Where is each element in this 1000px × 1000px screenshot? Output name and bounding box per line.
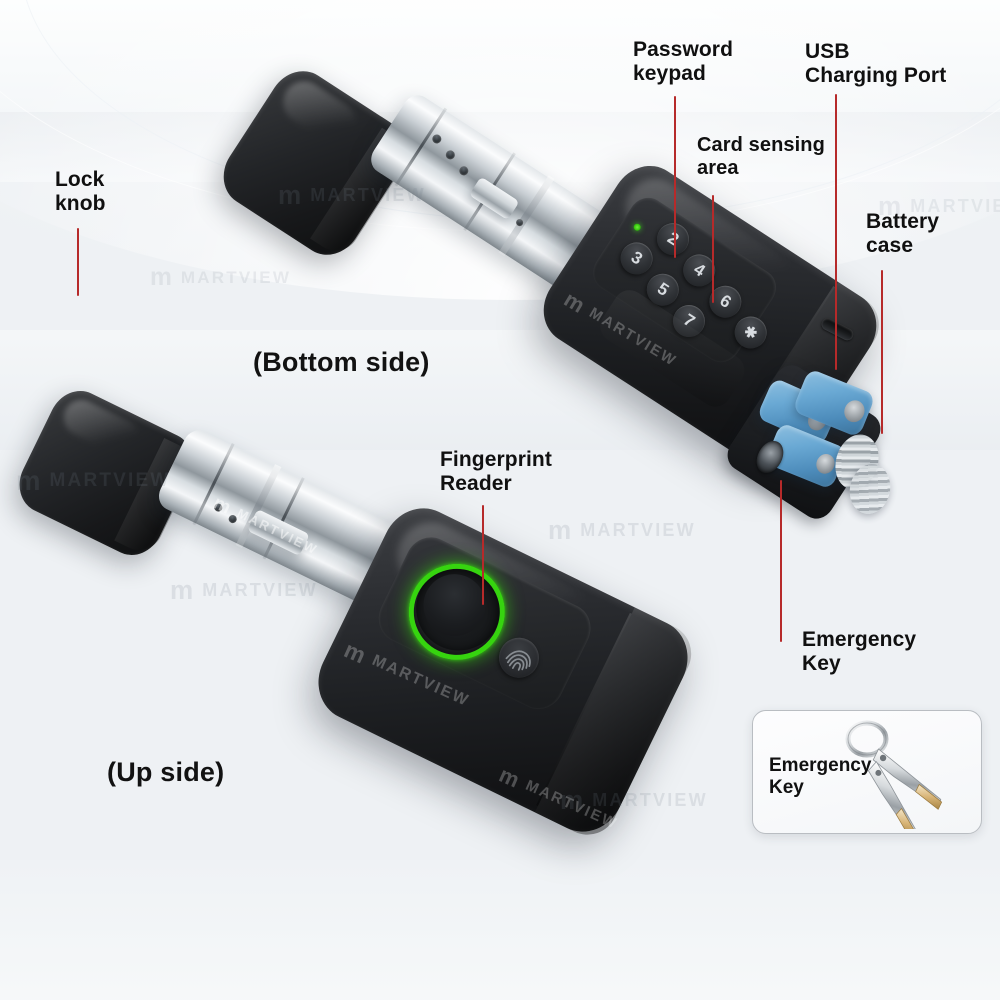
leader-line-card-sensing-area [712,195,714,303]
view-caption-up-side: (Up side) [107,757,225,787]
keyring-icon [825,717,975,838]
callout-line-1: Emergency [802,628,917,651]
callout-line-1: Fingerprint [440,448,552,471]
leader-line-lock-knob [77,228,79,296]
callout-line-2: Key [802,652,841,676]
watermark-logo: m [496,761,524,793]
keypad-key[interactable]: 2 [650,216,696,262]
inset-label: Emergency Key [769,755,871,800]
watermark-logo: m [150,264,172,292]
watermark-logo: m [340,636,370,669]
callout-line-2: knob [55,192,106,216]
keypad-key[interactable]: ✱ [728,310,773,355]
status-led [632,222,643,233]
cylinder-ring [192,443,235,525]
callout-line-2: Charging Port [805,64,947,88]
callout-password-keypad: Password keypad [633,38,733,87]
callout-line-2: area [697,157,739,180]
leader-line-password-keypad [674,96,676,258]
leader-line-battery-case [881,270,883,434]
callout-line-2: case [866,234,914,258]
backdrop-band-bottom [0,860,1000,1000]
callout-line-2: keypad [633,62,706,86]
battery-terminal [841,397,868,426]
inset-label-line-2: Key [769,777,804,799]
callout-line-1: Battery [866,210,940,233]
cylinder-cam [247,508,310,556]
callout-line-1: Card sensing [697,134,825,156]
watermark: m MARTVIEW [150,264,292,292]
leader-line-fingerprint-reader [482,505,484,605]
callout-emergency-key: Emergency Key [802,628,916,677]
callout-line-1: USB [805,40,850,63]
callout-battery-case: Battery case [866,210,939,259]
watermark: m MARTVIEW [548,515,696,546]
watermark-text: MARTVIEW [202,580,318,600]
keypad-key[interactable]: 6 [703,279,748,324]
emergency-key-inset: Emergency Key [752,710,982,838]
cylinder-pinhole [457,164,471,178]
watermark-text: MARTVIEW [180,268,292,287]
fingerprint-plate[interactable] [370,529,600,718]
view-caption-bottom-side: (Bottom side) [253,347,430,377]
watermark-text: MARTVIEW [580,520,696,540]
callout-lock-knob: Lock knob [55,168,106,217]
lock-body-up-view: m MARTVIEW m MARTVIEW [304,495,702,845]
watermark: m MARTVIEW [170,575,318,606]
watermark-logo: m [559,286,590,318]
callout-usb-charging-port: USB Charging Port [805,40,946,89]
cylinder-pinhole [430,132,444,146]
leader-line-emergency-key [780,480,782,642]
keypad-key[interactable]: 4 [677,248,722,293]
keypad-key[interactable]: 3 [614,236,659,281]
leader-line-usb-charging-port [835,94,837,370]
callout-line-2: Reader [440,472,512,496]
watermark-logo: m [548,515,572,546]
battery-terminal [813,451,838,477]
knob-highlight [275,73,364,152]
inset-label-line-1: Emergency [769,755,872,776]
watermark-logo: m [170,575,194,606]
callout-line-1: Password [633,38,734,61]
callout-fingerprint-reader: Fingerprint Reader [440,448,552,497]
battery-case-assembly [721,359,930,542]
callout-line-1: Lock [55,168,105,191]
knob-highlight [57,393,145,461]
cylinder-pinhole [444,148,457,162]
fingerprint-icon[interactable] [492,631,546,685]
cylinder-ring [394,107,447,187]
cylinder-pinhole [227,513,239,525]
cylinder-pinhole [212,502,224,513]
callout-card-sensing-area: Card sensing area [697,134,825,180]
